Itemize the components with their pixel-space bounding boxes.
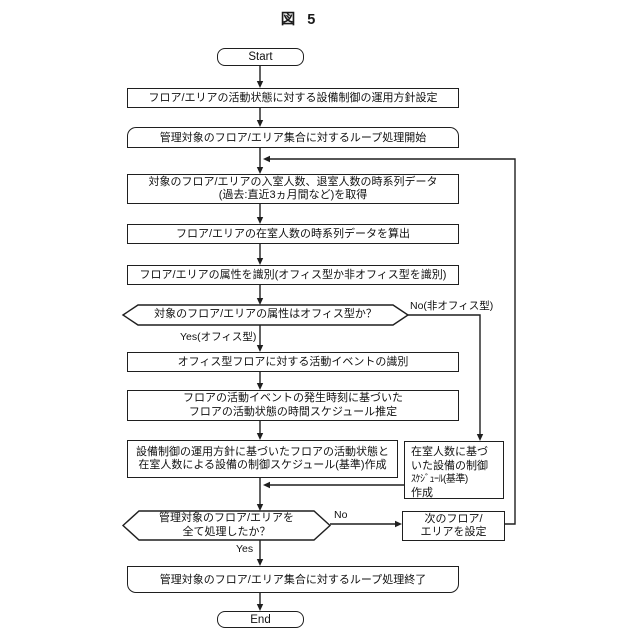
decision-all-processed-shape bbox=[121, 510, 332, 541]
arrowhead-left bbox=[263, 155, 270, 163]
arrowhead-down bbox=[256, 120, 264, 127]
process-calc-occupancy: フロア/エリアの在室人数の時系列データを算出 bbox=[127, 224, 459, 244]
process-identify-attribute: フロア/エリアの属性を識別(オフィス型か非オフィス型を識別) bbox=[127, 265, 459, 285]
process-estimate-schedule: フロアの活動イベントの発生時刻に基づいた フロアの活動状態の時間スケジュール推定 bbox=[127, 390, 459, 421]
decision-all-processed-line1: 管理対象のフロア/エリアを bbox=[158, 512, 295, 524]
process-calc-occupancy-label: フロア/エリアの在室人数の時系列データを算出 bbox=[175, 228, 411, 240]
arrowhead-down bbox=[256, 604, 264, 611]
arrowhead-down bbox=[256, 81, 264, 88]
process-create-schedule-non-office-line1: 在室人数に基づ bbox=[411, 446, 488, 458]
arrowhead-down bbox=[256, 167, 264, 174]
process-create-schedule-office-line2: 在室人数による設備の制御スケジュール(基準)作成 bbox=[138, 459, 387, 471]
arrowhead-down bbox=[256, 217, 264, 224]
process-identify-attribute-label: フロア/エリアの属性を識別(オフィス型か非オフィス型を識別) bbox=[139, 269, 447, 281]
process-set-policy-label: フロア/エリアの活動状態に対する設備制御の運用方針設定 bbox=[148, 92, 438, 104]
arrowhead-left bbox=[263, 481, 270, 489]
process-set-policy: フロア/エリアの活動状態に対する設備制御の運用方針設定 bbox=[127, 88, 459, 108]
edge-label-no-non-office: No(非オフィス型) bbox=[410, 300, 494, 312]
loop-end-label: 管理対象のフロア/エリア集合に対するループ処理終了 bbox=[159, 573, 427, 586]
loop-start-label: 管理対象のフロア/エリア集合に対するループ処理開始 bbox=[159, 131, 427, 144]
process-next-floor-line2: エリアを設定 bbox=[420, 526, 487, 538]
process-acquire-data-line1: 対象のフロア/エリアの入室人数、退室人数の時系列データ bbox=[148, 175, 438, 188]
process-create-schedule-non-office-line2: いた設備の制御 bbox=[411, 459, 488, 472]
process-acquire-data-line2: (過去:直近3ヵ月間など)を取得 bbox=[218, 189, 368, 201]
arrowhead-down bbox=[256, 345, 264, 352]
process-create-schedule-office: 設備制御の運用方針に基づいたフロアの活動状態と 在室人数による設備の制御スケジュ… bbox=[127, 440, 398, 478]
process-create-schedule-office-line1: 設備制御の運用方針に基づいたフロアの活動状態と bbox=[136, 445, 389, 458]
decision-office-type: 対象のフロア/エリアの属性はオフィス型か？ bbox=[138, 305, 393, 325]
figure-title: 図 5 bbox=[280, 12, 320, 28]
decision-office-type-label: 対象のフロア/エリアの属性はオフィス型か？ bbox=[154, 308, 377, 321]
process-create-schedule-non-office: 在室人数に基づ いた設備の制御 ｽｹｼﾞｭｰﾙ(基準) 作成 bbox=[404, 441, 504, 499]
edge-label-yes-office: Yes(オフィス型) bbox=[180, 331, 257, 343]
decision-office-type-shape bbox=[121, 304, 410, 326]
arrowhead-down bbox=[256, 433, 264, 440]
start-terminal: Start bbox=[217, 48, 304, 66]
process-estimate-schedule-line2: フロアの活動状態の時間スケジュール推定 bbox=[188, 405, 398, 418]
arrowhead-down bbox=[256, 298, 264, 305]
start-label: Start bbox=[248, 51, 273, 63]
decision-all-processed-line2: 全て処理したか？ bbox=[182, 525, 271, 538]
decision-all-processed: 管理対象のフロア/エリアを 全て処理したか？ bbox=[139, 511, 314, 540]
process-next-floor: 次のフロア/ エリアを設定 bbox=[402, 511, 505, 541]
process-create-schedule-non-office-line4: 作成 bbox=[411, 486, 433, 499]
edge-loopback bbox=[270, 158, 516, 525]
process-create-schedule-non-office-line3: ｽｹｼﾞｭｰﾙ(基準) bbox=[411, 474, 468, 485]
arrowhead-down bbox=[256, 258, 264, 265]
arrowhead-down bbox=[256, 383, 264, 390]
loop-end-node: 管理対象のフロア/エリア集合に対するループ処理終了 bbox=[127, 566, 459, 593]
process-estimate-schedule-line1: フロアの活動イベントの発生時刻に基づいた bbox=[183, 392, 403, 404]
process-acquire-data: 対象のフロア/エリアの入室人数、退室人数の時系列データ (過去:直近3ヵ月間など… bbox=[127, 174, 459, 204]
process-identify-events: オフィス型フロアに対する活動イベントの識別 bbox=[127, 352, 459, 372]
arrowhead-down bbox=[256, 504, 264, 511]
end-label: End bbox=[250, 613, 271, 626]
edge-label-yes: Yes bbox=[236, 543, 254, 555]
arrowhead-down bbox=[476, 434, 484, 441]
arrowhead-right bbox=[395, 520, 402, 528]
end-terminal: End bbox=[217, 611, 304, 628]
process-next-floor-line1: 次のフロア/ bbox=[424, 512, 483, 525]
edge-decision1-no-branch bbox=[408, 314, 481, 435]
loop-start-node: 管理対象のフロア/エリア集合に対するループ処理開始 bbox=[127, 127, 459, 148]
process-identify-events-label: オフィス型フロアに対する活動イベントの識別 bbox=[177, 356, 409, 368]
edge-label-no: No bbox=[334, 509, 348, 521]
arrowhead-down bbox=[256, 559, 264, 566]
